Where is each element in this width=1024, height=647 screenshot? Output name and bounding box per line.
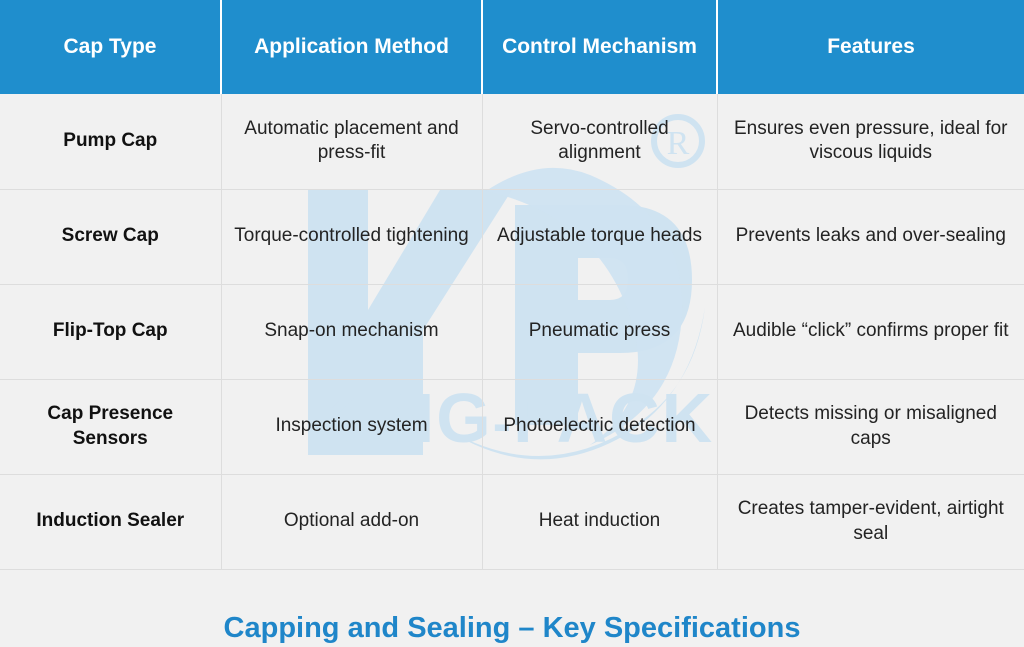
table-row: Induction Sealer Optional add-on Heat in… <box>0 474 1024 570</box>
cell-application-method: Automatic placement and press-fit <box>221 94 483 190</box>
cell-application-method: Inspection system <box>221 379 483 475</box>
header-row: Cap Type Application Method Control Mech… <box>0 0 1024 94</box>
cell-features: Audible “click” confirms proper fit <box>717 284 1024 380</box>
specifications-table: Cap Type Application Method Control Mech… <box>0 0 1024 570</box>
table-header: Cap Type Application Method Control Mech… <box>0 0 1024 94</box>
table-row: Pump Cap Automatic placement and press-f… <box>0 94 1024 190</box>
column-header-control-mechanism: Control Mechanism <box>482 0 718 94</box>
cell-application-method: Optional add-on <box>221 474 483 570</box>
table-title: Capping and Sealing – Key Specifications <box>223 611 801 644</box>
cell-features: Ensures even pressure, ideal for viscous… <box>717 94 1024 190</box>
cell-cap-type: Flip-Top Cap <box>0 284 222 380</box>
cell-cap-type: Screw Cap <box>0 189 222 285</box>
cell-cap-type: Cap Presence Sensors <box>0 379 222 475</box>
cell-control-mechanism: Heat induction <box>482 474 718 570</box>
cell-cap-type: Induction Sealer <box>0 474 222 570</box>
column-header-application-method: Application Method <box>221 0 483 94</box>
cell-control-mechanism: Photoelectric detection <box>482 379 718 475</box>
cell-features: Creates tamper-evident, airtight seal <box>717 474 1024 570</box>
cell-control-mechanism: Adjustable torque heads <box>482 189 718 285</box>
cell-cap-type: Pump Cap <box>0 94 222 190</box>
column-header-features: Features <box>717 0 1024 94</box>
cell-application-method: Torque-controlled tightening <box>221 189 483 285</box>
table-row: Flip-Top Cap Snap-on mechanism Pneumatic… <box>0 284 1024 380</box>
cell-control-mechanism: Servo-controlled alignment <box>482 94 718 190</box>
table-row: Screw Cap Torque-controlled tightening A… <box>0 189 1024 285</box>
cell-features: Detects missing or misaligned caps <box>717 379 1024 475</box>
table-body: Pump Cap Automatic placement and press-f… <box>0 94 1024 570</box>
column-header-cap-type: Cap Type <box>0 0 222 94</box>
table-row: Cap Presence Sensors Inspection system P… <box>0 379 1024 475</box>
cell-control-mechanism: Pneumatic press <box>482 284 718 380</box>
cell-application-method: Snap-on mechanism <box>221 284 483 380</box>
cell-features: Prevents leaks and over-sealing <box>717 189 1024 285</box>
